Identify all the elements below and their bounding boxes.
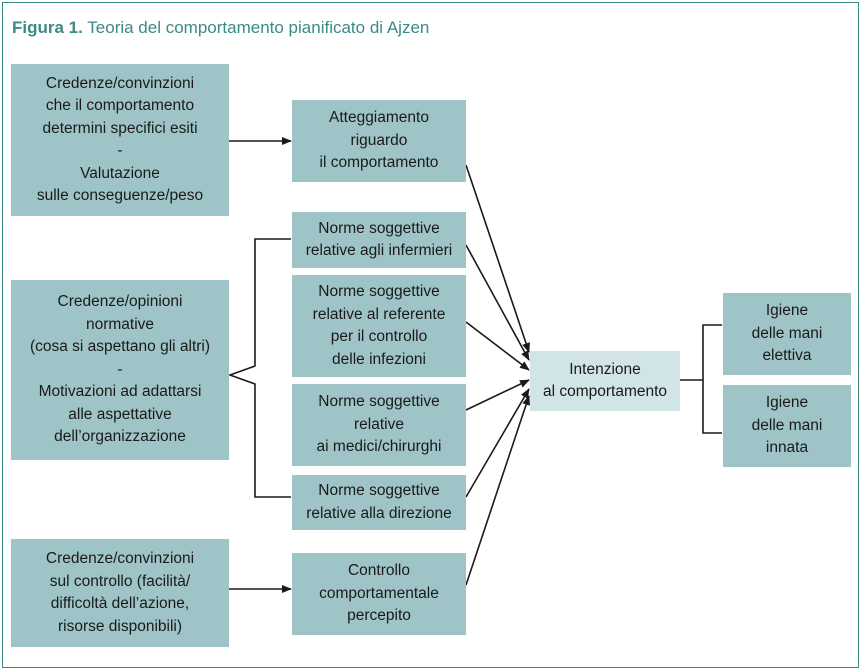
norm-nurses-label: Norme soggettive relative agli infermier… xyxy=(305,219,453,260)
figure-title: Figura 1. Teoria del comportamento piani… xyxy=(12,18,429,38)
arrow-norm-referent-to-intention xyxy=(465,321,530,371)
elective-hygiene-box: Igiene delle mani elettiva xyxy=(723,293,851,375)
attitude-box: Atteggiamento riguardo il comportamento xyxy=(292,100,466,182)
bracket-intention-outcomes xyxy=(680,324,722,434)
figure-number: Figura 1. xyxy=(12,18,83,37)
normative-beliefs-box: Credenze/opinioni normative (cosa si asp… xyxy=(11,280,229,460)
control-beliefs-box: Credenze/convinzioni sul controllo (faci… xyxy=(11,539,229,647)
arrow-norm-management-to-intention xyxy=(465,388,530,498)
attitude-label: Atteggiamento riguardo il comportamento xyxy=(319,109,439,172)
norm-doctors-box: Norme soggettive relative ai medici/chir… xyxy=(292,384,466,466)
norm-referent-box: Norme soggettive relative al referente p… xyxy=(292,275,466,377)
bracket-normative-norms xyxy=(227,238,291,498)
norm-management-box: Norme soggettive relative alla direzione xyxy=(292,475,466,530)
intention-label: Intenzione al comportamento xyxy=(542,360,668,401)
figure-caption: Teoria del comportamento pianificato di … xyxy=(87,18,430,37)
innate-hygiene-box: Igiene delle mani innata xyxy=(723,385,851,467)
elective-hygiene-label: Igiene delle mani elettiva xyxy=(751,302,823,365)
beliefs-outcomes-box: Credenze/convinzioni che il comportament… xyxy=(11,64,229,216)
normative-beliefs-label: Credenze/opinioni normative (cosa si asp… xyxy=(29,293,211,446)
innate-hygiene-label: Igiene delle mani innata xyxy=(751,394,823,457)
arrow-norm-doctors-to-intention xyxy=(465,379,530,411)
intention-box: Intenzione al comportamento xyxy=(530,351,680,411)
beliefs-outcomes-label: Credenze/convinzioni che il comportament… xyxy=(36,74,204,205)
control-beliefs-label: Credenze/convinzioni sul controllo (faci… xyxy=(45,550,195,635)
perceived-control-label: Controllo comportamentale percepito xyxy=(319,562,439,625)
arrow-attitude-to-intention xyxy=(465,164,530,353)
norm-nurses-box: Norme soggettive relative agli infermier… xyxy=(292,212,466,268)
norm-doctors-label: Norme soggettive relative ai medici/chir… xyxy=(316,393,442,456)
norm-referent-label: Norme soggettive relative al referente p… xyxy=(312,283,446,368)
norm-management-label: Norme soggettive relative alla direzione xyxy=(306,482,452,522)
arrow-perceived-control-to-intention xyxy=(465,395,530,586)
arrow-norm-nurses-to-intention xyxy=(465,244,530,361)
perceived-control-box: Controllo comportamentale percepito xyxy=(292,553,466,635)
